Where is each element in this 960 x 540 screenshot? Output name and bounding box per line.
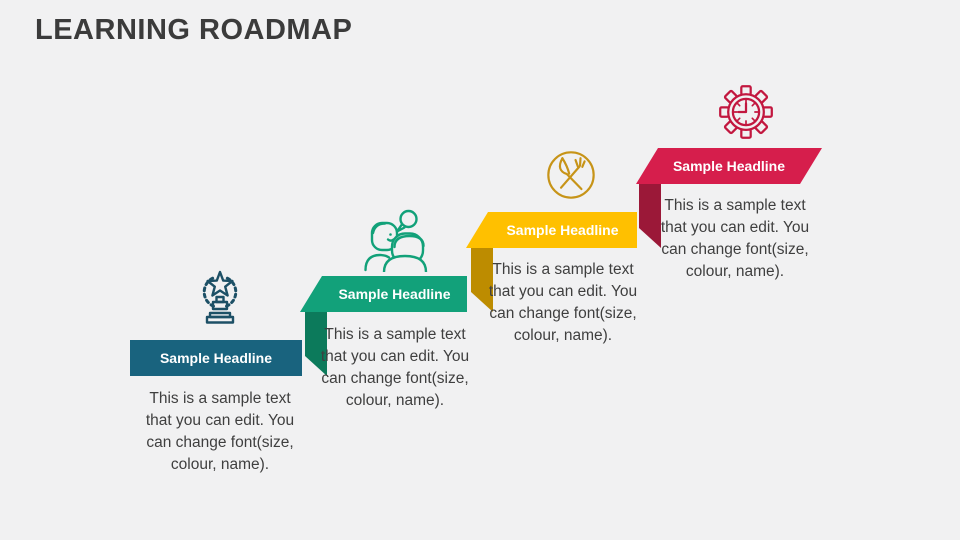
- step-headline: Sample Headline: [338, 286, 451, 302]
- gear-clock-icon: [716, 82, 776, 142]
- people-chat-icon: [364, 208, 428, 272]
- step-body-text: This is a sample text that you can edit.…: [320, 326, 470, 409]
- step-headline: Sample Headline: [672, 158, 786, 174]
- step-body-text: This is a sample text that you can edit.…: [145, 390, 295, 473]
- step-banner: Sample Headline: [300, 276, 467, 312]
- ribbon-fold: [471, 248, 493, 312]
- step-body-text: This is a sample text that you can edit.…: [660, 197, 810, 280]
- step-banner: Sample Headline: [130, 340, 302, 376]
- step-body-text: This is a sample text that you can edit.…: [488, 261, 638, 344]
- ribbon-fold: [305, 312, 327, 376]
- fork-knife-icon: [542, 146, 600, 204]
- page-title: LEARNING ROADMAP: [35, 14, 353, 46]
- ribbon-fold: [639, 184, 661, 248]
- step-banner: Sample Headline: [466, 212, 637, 248]
- award-wreath-icon: [188, 266, 252, 330]
- step-banner: Sample Headline: [636, 148, 822, 184]
- step-headline: Sample Headline: [159, 350, 273, 366]
- step-headline: Sample Headline: [506, 222, 619, 238]
